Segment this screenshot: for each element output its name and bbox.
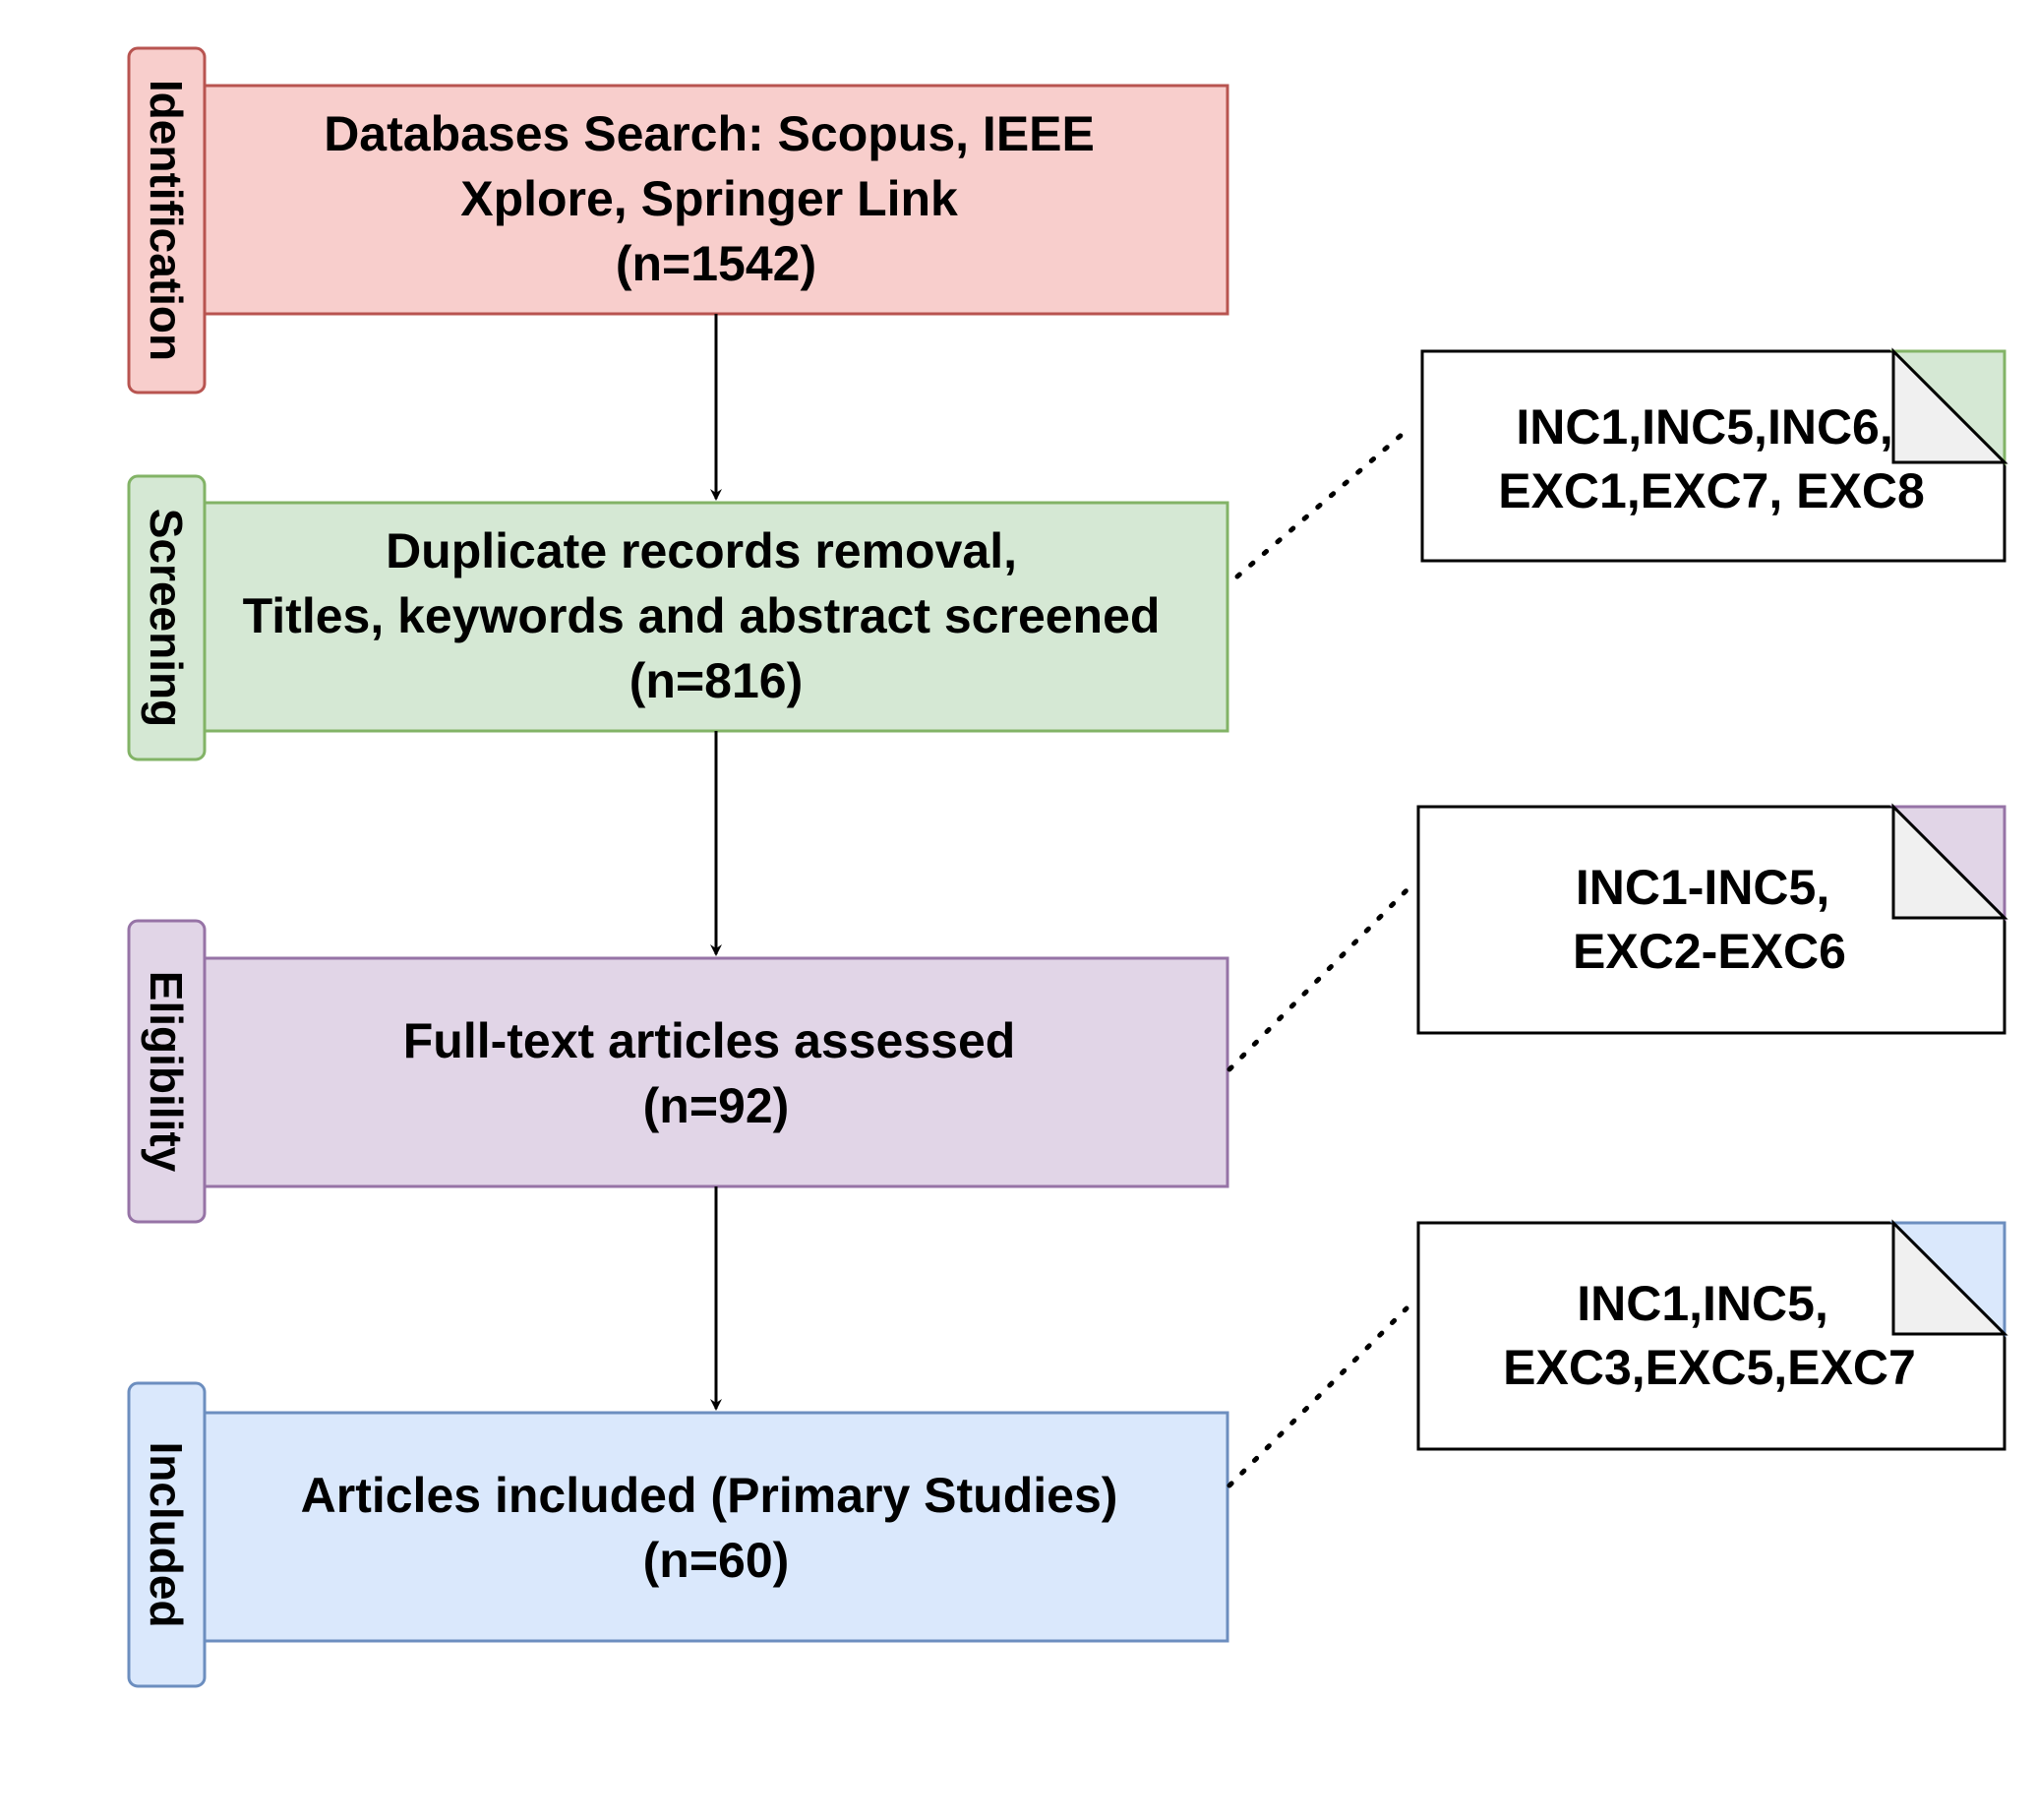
stage-box (203, 1411, 1229, 1643)
stage-screening: Screening Duplicate records removal, Tit… (127, 474, 1229, 761)
criteria-note-included: INC1,INC5, EXC3,EXC5,EXC7 (1416, 1219, 2008, 1451)
note-text: INC1,INC5,INC6, EXC1,EXC7, EXC8 (1498, 399, 1925, 518)
note-body (1416, 1221, 2006, 1451)
criteria-note-eligibility: INC1-INC5, EXC2-EXC6 (1416, 803, 2008, 1035)
note-text: INC1,INC5, EXC3,EXC5,EXC7 (1503, 1276, 1916, 1395)
stage-label: Identification (141, 80, 192, 361)
stage-label: Included (141, 1441, 192, 1627)
criteria-note-screening: INC1,INC5,INC6, EXC1,EXC7, EXC8 (1420, 347, 2008, 563)
stage-identification: Identification Databases Search: Scopus,… (127, 46, 1229, 394)
dotted-connector (1234, 425, 1412, 579)
stage-box (203, 84, 1229, 316)
stage-box (203, 956, 1229, 1188)
stage-label: Eligibility (141, 971, 192, 1173)
note-folded-corner (1891, 347, 2008, 464)
stage-eligibility: Eligibility Full-text articles assessed … (127, 919, 1229, 1224)
note-body (1416, 805, 2006, 1035)
stage-included: Included Articles included (Primary Stud… (127, 1381, 1229, 1688)
stage-label: Screening (141, 509, 192, 727)
stage-box-text: Articles included (Primary Studies) (n=6… (301, 1468, 1132, 1588)
note-folded-corner (1891, 803, 2008, 920)
dotted-connector (1227, 887, 1409, 1072)
note-body (1420, 349, 2006, 563)
stage-box-text: Databases Search: Scopus, IEEE Xplore, S… (324, 106, 1108, 291)
dotted-connector (1227, 1305, 1409, 1488)
note-folded-corner (1891, 1219, 2008, 1336)
note-text: INC1-INC5, EXC2-EXC6 (1573, 860, 1846, 979)
stage-box-text: Full-text articles assessed (n=92) (403, 1013, 1029, 1133)
stage-box (203, 501, 1229, 733)
stage-box-text: Duplicate records removal, Titles, keywo… (243, 523, 1174, 708)
